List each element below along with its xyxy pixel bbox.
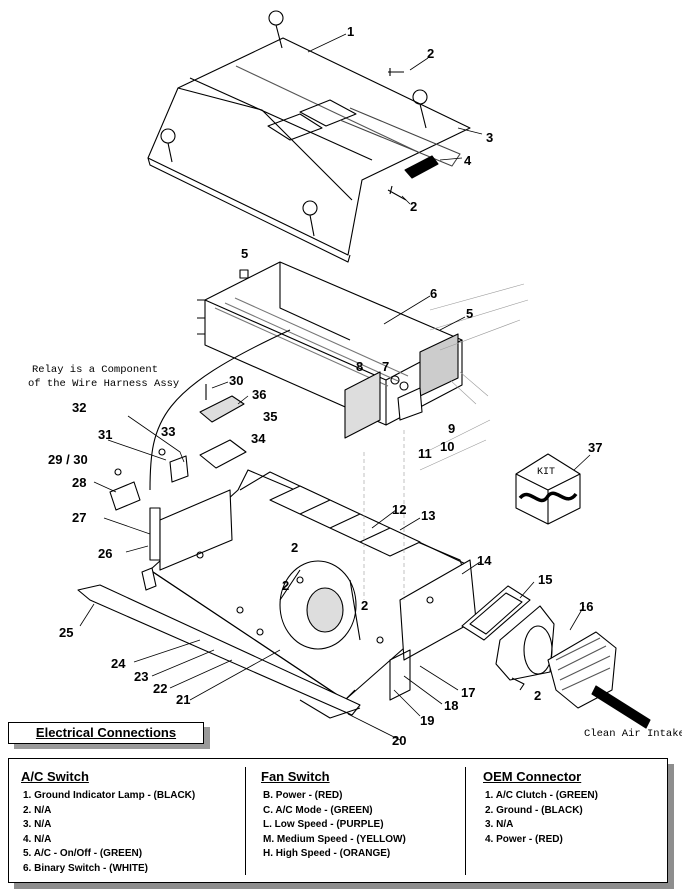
electrical-connections-title: Electrical Connections <box>35 725 177 740</box>
fan-switch-title: Fan Switch <box>261 769 330 784</box>
callout-18: 18 <box>444 698 459 713</box>
callout-2: 2 <box>282 578 290 593</box>
callout-5: 5 <box>466 306 474 321</box>
callout-12: 12 <box>392 502 407 517</box>
fan-switch-section: Fan Switch B. Power - (RED) C. A/C Mode … <box>261 769 406 862</box>
callout-34: 34 <box>251 431 266 446</box>
section-divider <box>245 767 246 875</box>
callout-21: 21 <box>176 692 191 707</box>
callout-6: 6 <box>430 286 438 301</box>
callout-11: 11 <box>418 446 432 461</box>
callout-23: 23 <box>134 669 149 684</box>
callout-27: 27 <box>72 510 87 525</box>
callout-19: 19 <box>420 713 435 728</box>
list-item: 2. Ground - (BLACK) <box>485 804 583 816</box>
exploded-view-drawing <box>77 10 651 741</box>
fan-guide-lines <box>363 283 529 600</box>
relay-note-line-1: Relay is a Component <box>32 364 159 376</box>
list-item: 4. Power - (RED) <box>485 833 563 845</box>
evaporator-coil <box>197 261 463 439</box>
list-item: 4. N/A <box>23 833 52 845</box>
callout-17: 17 <box>461 685 476 700</box>
callout-30: 30 <box>229 373 244 388</box>
connections-panel: A/C Switch 1. Ground Indicator Lamp - (B… <box>8 758 668 883</box>
list-item: B. Power - (RED) <box>263 790 343 801</box>
callout-4: 4 <box>464 153 472 168</box>
list-item: L. Low Speed - (PURPLE) <box>263 819 384 831</box>
list-item: H. High Speed - (ORANGE) <box>263 848 391 860</box>
oem-connector-section: OEM Connector 1. A/C Clutch - (GREEN) 2.… <box>483 769 598 847</box>
relay-note-line-2: of the Wire Harness Assy <box>28 378 180 390</box>
leader-lines <box>79 33 591 741</box>
list-item: C. A/C Mode - (GREEN) <box>263 804 373 816</box>
section-divider <box>465 767 466 875</box>
callout-10: 10 <box>440 439 455 454</box>
callout-16: 16 <box>579 599 594 614</box>
callout-2: 2 <box>427 46 435 61</box>
callout-5: 5 <box>241 246 249 261</box>
callout-22: 22 <box>153 681 168 696</box>
list-item: 1. A/C Clutch - (GREEN) <box>485 790 598 801</box>
callout-31: 31 <box>98 427 113 442</box>
list-item: 2. N/A <box>23 804 52 816</box>
callout-24: 24 <box>111 656 126 671</box>
callout-9: 9 <box>448 421 456 436</box>
intake-adapter <box>461 585 651 729</box>
callout-36: 36 <box>252 387 267 402</box>
list-item: 3. N/A <box>23 819 52 831</box>
callout-33: 33 <box>161 424 176 439</box>
ac-switch-title: A/C Switch <box>21 769 89 784</box>
electrical-connections-heading-box: Electrical Connections <box>8 722 204 744</box>
list-item: 5. A/C - On/Off - (GREEN) <box>23 848 143 860</box>
callout-28: 28 <box>72 475 87 490</box>
callout-25: 25 <box>59 625 74 640</box>
callout-2: 2 <box>410 199 418 214</box>
callout-8: 8 <box>356 359 364 374</box>
callout-2: 2 <box>361 598 369 613</box>
list-item: 1. Ground Indicator Lamp - (BLACK) <box>23 790 196 801</box>
callout-29-30: 29 / 30 <box>48 452 88 467</box>
callout-7: 7 <box>382 359 390 374</box>
list-item: 3. N/A <box>485 819 514 831</box>
top-cover <box>147 10 471 263</box>
callout-37: 37 <box>588 440 603 455</box>
callout-20: 20 <box>392 733 407 748</box>
callout-26: 26 <box>98 546 113 561</box>
callout-2: 2 <box>534 688 542 703</box>
list-item: M. Medium Speed - (YELLOW) <box>263 833 406 845</box>
electrical-components <box>109 329 291 561</box>
oem-connector-title: OEM Connector <box>483 769 582 784</box>
callout-1: 1 <box>347 24 355 39</box>
callout-14: 14 <box>477 553 492 568</box>
kit-icon <box>515 453 581 525</box>
clean-air-intake-label: Clean Air Intake <box>584 728 682 740</box>
callout-35: 35 <box>263 409 278 424</box>
blower-housing <box>77 469 477 719</box>
callout-3: 3 <box>486 130 494 145</box>
ac-switch-section: A/C Switch 1. Ground Indicator Lamp - (B… <box>21 769 195 877</box>
callout-32: 32 <box>72 400 87 415</box>
callout-2: 2 <box>291 540 299 555</box>
callout-15: 15 <box>538 572 553 587</box>
callout-13: 13 <box>421 508 436 523</box>
list-item: 6. Binary Switch - (WHITE) <box>23 862 149 874</box>
kit-label: KIT <box>537 467 556 478</box>
